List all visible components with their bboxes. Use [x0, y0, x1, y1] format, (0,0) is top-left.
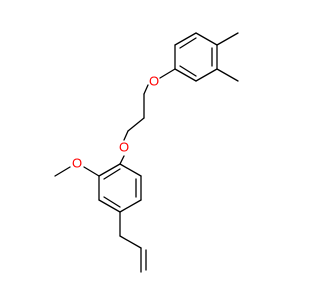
methyl-bond-lower	[216, 68, 239, 82]
oxygen-label-methoxy: O	[72, 155, 82, 170]
aryl-oxygen-bond	[159, 68, 176, 79]
bonds	[54, 32, 239, 273]
aromatic-inner-bond	[179, 65, 197, 77]
ring-bond	[195, 68, 218, 82]
structure-canvas: O O O	[54, 32, 239, 273]
ring-bond	[195, 32, 218, 46]
ring-bond	[98, 163, 121, 177]
chain-bond	[123, 130, 129, 141]
aromatic-inner-bond	[103, 196, 121, 208]
atom-labels: O O O	[72, 73, 159, 170]
aromatic-inner-bond	[103, 168, 121, 180]
ring-bond	[98, 199, 121, 213]
methoxy-methyl-bond	[54, 166, 71, 177]
oxygen-label-top: O	[149, 73, 159, 88]
ring-bond	[119, 199, 142, 213]
oxygen-chain-bond	[143, 84, 149, 95]
methyl-bond-top	[216, 32, 239, 46]
methoxyphenyl-ring	[98, 163, 142, 213]
structure-diagram: O O O	[54, 32, 239, 273]
oxygen-label-middle: O	[119, 139, 129, 154]
ring-bond	[119, 163, 142, 177]
methoxy-bond	[83, 166, 100, 177]
ring-bond	[174, 32, 197, 46]
dimethylphenyl-ring	[174, 32, 218, 82]
ring-bond	[174, 68, 197, 82]
oxygen-ring-bond	[119, 155, 125, 165]
aromatic-inner-bond	[179, 37, 197, 49]
allyl-bond	[119, 235, 142, 249]
chain-bond	[127, 117, 145, 132]
